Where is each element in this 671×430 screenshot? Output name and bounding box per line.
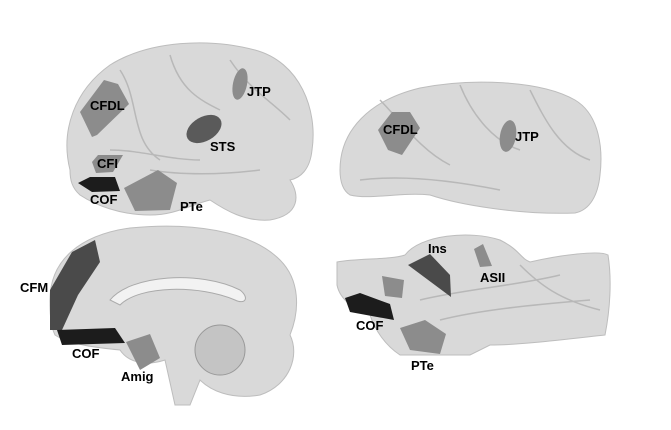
label-asii: ASII [480,270,505,285]
region-lateral-frontal [382,276,404,298]
region-cfi [92,155,123,173]
label-cof: COF [90,192,118,207]
corpus-callosum [109,277,246,306]
label-cfdl: CFDL [90,98,125,113]
region-asii [474,244,492,267]
label-jtp: JTP [515,129,539,144]
label-jtp: JTP [247,84,271,99]
region-cfdl [80,80,129,137]
brain-ventral [336,234,611,356]
label-cfi: CFI [97,156,118,171]
panel-lateral-right: CFDL JTP [339,81,602,214]
region-jtp [499,120,517,152]
panel-lateral-left: CFDL JTP STS CFI COF PTe [66,42,314,221]
label-cfm: CFM [20,280,48,295]
region-cof [78,177,120,192]
label-amig: Amig [121,369,154,384]
label-ins: Ins [428,241,447,256]
region-cfm [50,240,100,330]
label-cof: COF [72,346,100,361]
region-jtp [232,68,248,100]
cerebellum [194,324,246,376]
region-sts [186,114,222,144]
region-pte [124,170,177,211]
region-amig [126,334,160,370]
region-cfdl [378,112,420,155]
label-cfdl: CFDL [383,122,418,137]
label-sts: STS [210,139,236,154]
panel-medial: CFM COF Amig [20,225,298,406]
region-ins [408,254,451,297]
panel-ventral: Ins ASII COF PTe [336,234,611,373]
region-cof [345,293,394,320]
gyri-lines [419,264,601,321]
label-pte: PTe [411,358,434,373]
gyri-lines [109,54,291,175]
label-pte: PTe [180,199,203,214]
region-cof [57,328,125,345]
label-cof: COF [356,318,384,333]
region-pte [400,320,446,354]
brain-lateral-right [339,81,602,214]
